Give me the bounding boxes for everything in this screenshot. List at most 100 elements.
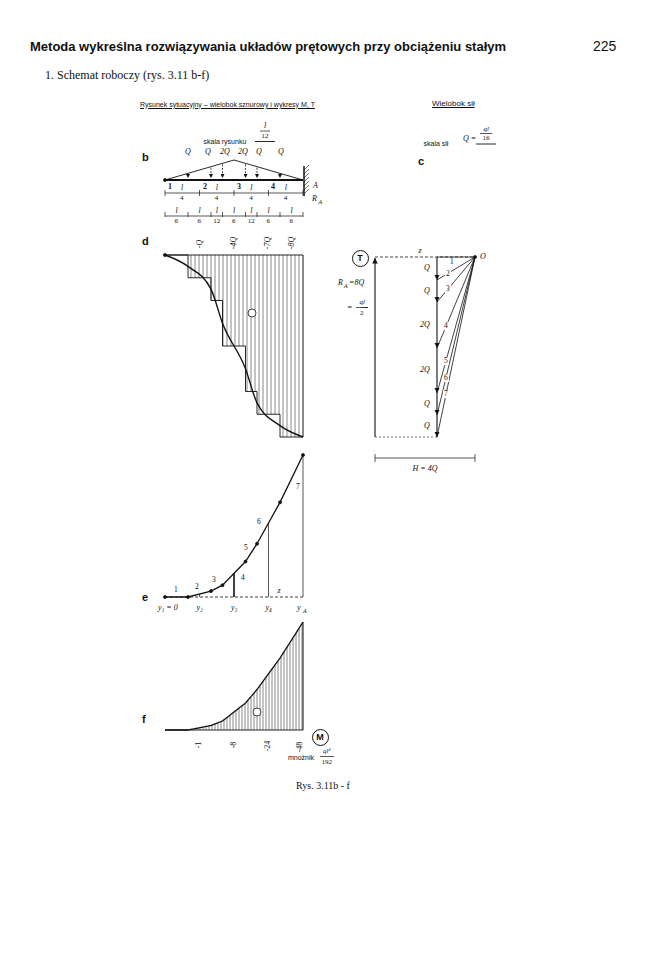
force-vector <box>436 348 437 393</box>
shear-hatch <box>287 255 288 437</box>
section-title: 1. Schemat roboczy (rys. 3.11 b-f) <box>45 69 209 81</box>
figure-label: -Q <box>196 240 204 248</box>
figure-label: 6 <box>267 218 271 225</box>
figure-label: 6 <box>443 374 449 382</box>
figure-label: 4 <box>241 574 245 582</box>
force-closing <box>375 437 437 438</box>
figure-label: 3 <box>237 183 241 191</box>
figure-label: l <box>268 207 270 215</box>
fixed-support <box>303 166 305 196</box>
figure-label: l <box>216 207 218 215</box>
figure-label: Q <box>424 287 430 295</box>
figure-label: Q <box>424 400 430 408</box>
shear-hatch <box>243 255 244 346</box>
moment-hatch <box>215 724 216 730</box>
closing-line <box>303 255 304 437</box>
page-number: 225 <box>593 39 616 53</box>
figure-label: Wielobok sił <box>432 100 475 108</box>
reaction-vector <box>374 258 375 437</box>
support-hatch <box>304 173 309 178</box>
vertex-dot <box>221 584 224 587</box>
moment-hatch <box>260 685 261 730</box>
base-dot <box>164 254 167 257</box>
figure-label: y₃ <box>231 604 237 612</box>
shear-hatch <box>207 255 208 278</box>
support-hatch <box>304 189 309 194</box>
figure-label: 12 <box>213 218 220 225</box>
dimension-tick <box>222 212 223 217</box>
figure-label: l <box>181 184 183 192</box>
figure-label: Q <box>278 148 284 156</box>
figure-label: Q <box>185 148 191 156</box>
figure-label: -48 <box>296 742 304 753</box>
figure-label: z <box>419 247 422 255</box>
figure-label: = <box>348 304 353 312</box>
circled-symbol: M <box>312 729 329 746</box>
pole-point <box>474 256 477 259</box>
figure-label: Q <box>424 264 430 272</box>
figure-label: l <box>264 122 266 130</box>
figure-label: y₄ <box>266 604 272 612</box>
moment-hatch <box>221 722 222 730</box>
moment-hatch <box>296 633 297 730</box>
figure-label: O <box>480 253 486 261</box>
figure-label: -24 <box>264 741 272 752</box>
figure-label: Q <box>424 422 430 430</box>
figure-label: 1 <box>174 586 178 594</box>
fraction-bar <box>260 131 270 132</box>
moment-hatch <box>272 669 273 730</box>
moment-hatch <box>242 706 243 730</box>
support-hatch <box>304 181 309 186</box>
vertex-dot <box>244 560 247 563</box>
shear-hatch <box>195 255 196 278</box>
figure-label: A <box>344 283 348 289</box>
figure-label: 6 <box>232 218 236 225</box>
figure-label: 192 <box>322 759 333 766</box>
dimension-tick <box>245 212 246 217</box>
shear-hatch <box>279 255 280 414</box>
moment-hatch <box>287 647 288 730</box>
figure-label: 5 <box>244 544 248 552</box>
moment-hatch <box>230 715 231 730</box>
dimension-line <box>375 458 475 459</box>
fraction-bar <box>480 133 492 134</box>
shear-hatch <box>283 255 284 437</box>
vertex-dot <box>210 590 213 593</box>
figure-label: -1 <box>195 742 203 749</box>
dimension-tick <box>280 212 281 217</box>
shear-hatch <box>191 255 192 278</box>
shear-hatch <box>235 255 236 346</box>
ordinate-line <box>268 523 269 597</box>
load-outline <box>165 160 303 180</box>
figure-label: skala sił <box>424 140 449 147</box>
beam <box>165 179 303 181</box>
moment-hatch <box>266 677 267 730</box>
sign-circle <box>248 309 256 317</box>
moment-hatch <box>302 624 303 730</box>
figure-label: 4 <box>284 195 288 202</box>
figure-label: 12 <box>248 218 255 225</box>
pole-distance <box>375 257 475 258</box>
dimension-tick <box>257 212 258 217</box>
moment-hatch <box>263 681 264 730</box>
figure-label: 3 <box>212 576 216 584</box>
figure-label: l <box>250 207 252 215</box>
figure-label: 5 <box>443 357 449 365</box>
shear-hatch <box>259 255 260 414</box>
figure-label: ql <box>484 126 489 133</box>
figure-label: Rysunek sytuacyjny – wielobok sznurowy i… <box>140 101 315 108</box>
shear-hatch <box>299 255 300 437</box>
shear-hatch <box>251 255 252 392</box>
dimension-tick <box>188 212 189 217</box>
moment-hatch <box>278 661 279 730</box>
figure-label: l <box>216 184 218 192</box>
fraction-bar <box>320 756 334 757</box>
figure-label: y <box>297 604 301 612</box>
shear-hatch <box>291 255 292 437</box>
figure-label: l <box>291 207 293 215</box>
moment-hatch <box>248 700 249 730</box>
dimension-tick <box>211 212 212 217</box>
support-hatch <box>304 165 309 170</box>
figure-label: -4Q <box>230 237 238 249</box>
